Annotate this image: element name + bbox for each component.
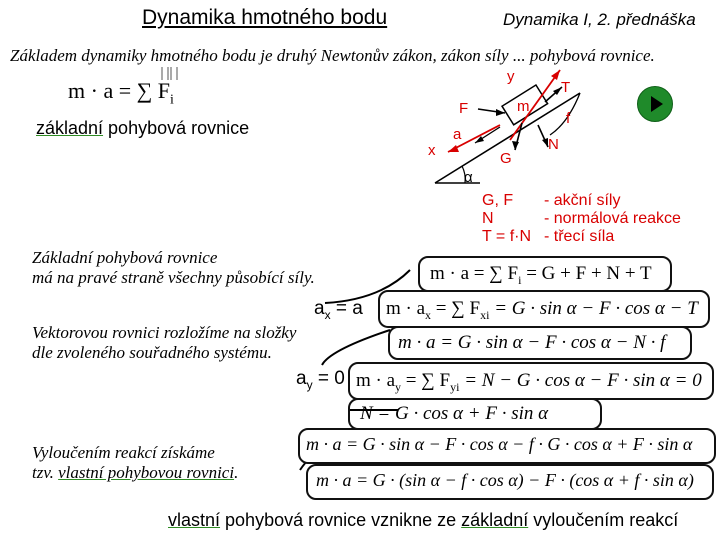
label-m: m — [517, 98, 530, 115]
forces-legend: G, F- akční síly N- normálová reakce T =… — [482, 192, 681, 246]
sum-equation: m · a = ∑ Fi = G + F + N + T — [430, 263, 652, 287]
legend-row-1: G, F- akční síly — [482, 192, 621, 209]
angle-arc — [461, 165, 466, 184]
vector-arrows — [161, 67, 178, 80]
incline-line — [434, 92, 581, 184]
n-equation-box: N = G · cos α + F · sin α — [348, 398, 602, 430]
final-equation-box: m · a = G · (sin α − f · cos α) − F · (c… — [306, 464, 714, 500]
note-eliminate-reactions: Vyloučením reakcí získáme tzv. vlastní p… — [32, 443, 239, 482]
play-icon — [651, 96, 663, 112]
sum-equation-box: m · a = ∑ Fi = G + F + N + T — [418, 256, 672, 292]
label-x: x — [428, 142, 436, 159]
label-f: F — [459, 100, 468, 117]
newton-law-equation: m · a = ∑ Fi — [68, 78, 174, 108]
page-title: Dynamika hmotného bodu — [142, 6, 388, 29]
legend-row-3: T = f·N- třecí síla — [482, 228, 615, 245]
x-equation: m · ax = ∑ Fxi = G · sin α − F · cos α −… — [386, 298, 698, 322]
play-button[interactable] — [637, 86, 673, 122]
y-equation: m · ay = ∑ Fyi = N − G · cos α − F · sin… — [356, 370, 702, 394]
label-y: y — [507, 68, 515, 85]
final-equation: m · a = G · (sin α − f · cos α) − F · (c… — [316, 470, 694, 490]
y-axis — [509, 69, 561, 141]
basic-equation-label: základní pohybová rovnice — [36, 118, 250, 138]
x2-equation-box: m · a = G · sin α − F · cos α − N · f — [388, 326, 692, 360]
label-g: G — [500, 150, 512, 167]
label-alpha: α — [464, 169, 473, 186]
long-equation-box: m · a = G · sin α − F · cos α − f · G · … — [298, 428, 716, 464]
lecture-subtitle: Dynamika I, 2. přednáška — [503, 10, 696, 29]
footer-statement: vlastní pohybová rovnice vznikne ze zákl… — [168, 510, 679, 530]
label-f-small: f — [566, 110, 571, 127]
legend-row-2: N- normálová reakce — [482, 210, 681, 227]
intro-text: Základem dynamiky hmotného bodu je druhý… — [10, 46, 655, 65]
label-n: N — [548, 136, 559, 153]
x2-equation: m · a = G · sin α − F · cos α − N · f — [398, 332, 666, 353]
ax-condition: ax = a — [314, 298, 363, 322]
n-equation: N = G · cos α + F · sin α — [360, 403, 549, 424]
label-t: T — [561, 79, 570, 96]
ay-condition: ay = 0 — [296, 368, 345, 392]
long-equation: m · a = G · sin α − F · cos α − f · G · … — [306, 434, 693, 454]
label-a: a — [453, 126, 462, 143]
force-diagram: y T m F f a x N G α — [428, 68, 581, 186]
